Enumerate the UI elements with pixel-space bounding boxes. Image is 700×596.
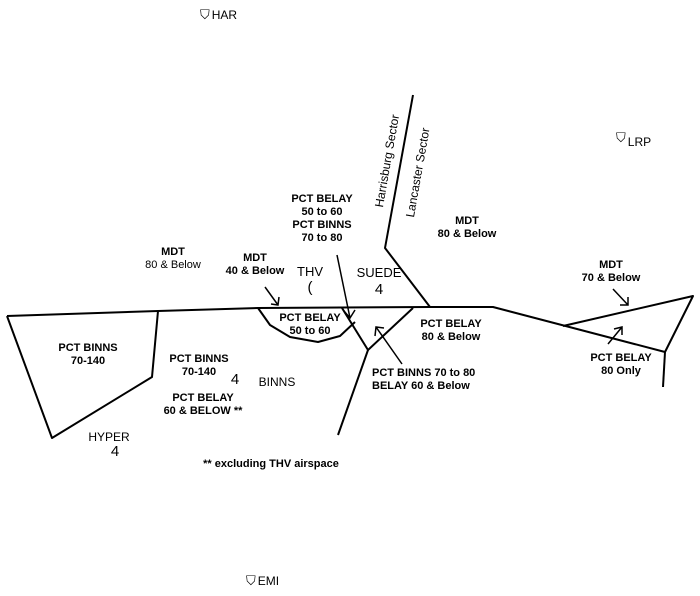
- thv-label: THV (: [297, 264, 323, 296]
- arrow-belay-80-only: [607, 326, 623, 345]
- binns-70-140-mid-label: PCT BINNS 70-140: [169, 353, 229, 378]
- belay-50-60-label: PCT BELAY 50 to 60: [279, 312, 341, 337]
- arrow-binns-belay-mixed: [374, 326, 403, 365]
- west-binns-area-boundary: [6, 310, 159, 439]
- arrow-belay-binns-top: [336, 254, 356, 320]
- airport-beacon-icon: ⛉: [616, 130, 626, 145]
- airport-beacon-icon: ⛉: [200, 7, 210, 22]
- airport-har[interactable]: ⛉ HAR: [200, 7, 238, 22]
- footnote: ** excluding THV airspace: [203, 458, 339, 470]
- mdt-40-label: MDT 40 & Below: [225, 252, 285, 277]
- thv-area-boundary: [257, 307, 356, 343]
- binns-number: 4: [230, 371, 240, 388]
- binns-70-140-west-label: PCT BINNS 70-140: [58, 342, 118, 367]
- mdt-east-label: MDT 80 & Below: [437, 215, 497, 240]
- east-belay-area-boundary: [562, 295, 694, 353]
- arrow-mdt-40: [264, 286, 280, 306]
- main-boundary-line: [6, 306, 666, 353]
- airport-lrp[interactable]: ⛉ LRP: [616, 130, 652, 149]
- belay-80-only-label: PCT BELAY 80 Only: [590, 352, 652, 377]
- south-boundary-line: [337, 349, 369, 436]
- east-south-line: [662, 351, 666, 388]
- airport-emi[interactable]: ⛉ EMI: [246, 573, 280, 588]
- suede-label: SUEDE 4: [356, 265, 402, 298]
- binns-label: BINNS: [258, 375, 296, 389]
- sector-boundary-line: [384, 94, 431, 308]
- mdt-west-label: MDT 80 & Below: [145, 246, 201, 271]
- belay-binns-top-label: PCT BELAY 50 to 60 PCT BINNS 70 to 80: [291, 193, 353, 244]
- belay-60-below-label: PCT BELAY 60 & BELOW **: [163, 392, 243, 417]
- mdt-70-label: MDT 70 & Below: [581, 259, 641, 284]
- arrow-mdt-70: [612, 288, 629, 306]
- binns-belay-mixed-label: PCT BINNS 70 to 80 BELAY 60 & Below: [372, 367, 476, 392]
- hyper-label: HYPER 4: [88, 430, 130, 460]
- airport-beacon-icon: ⛉: [246, 573, 256, 588]
- belay-80-below-label: PCT BELAY 80 & Below: [420, 318, 482, 343]
